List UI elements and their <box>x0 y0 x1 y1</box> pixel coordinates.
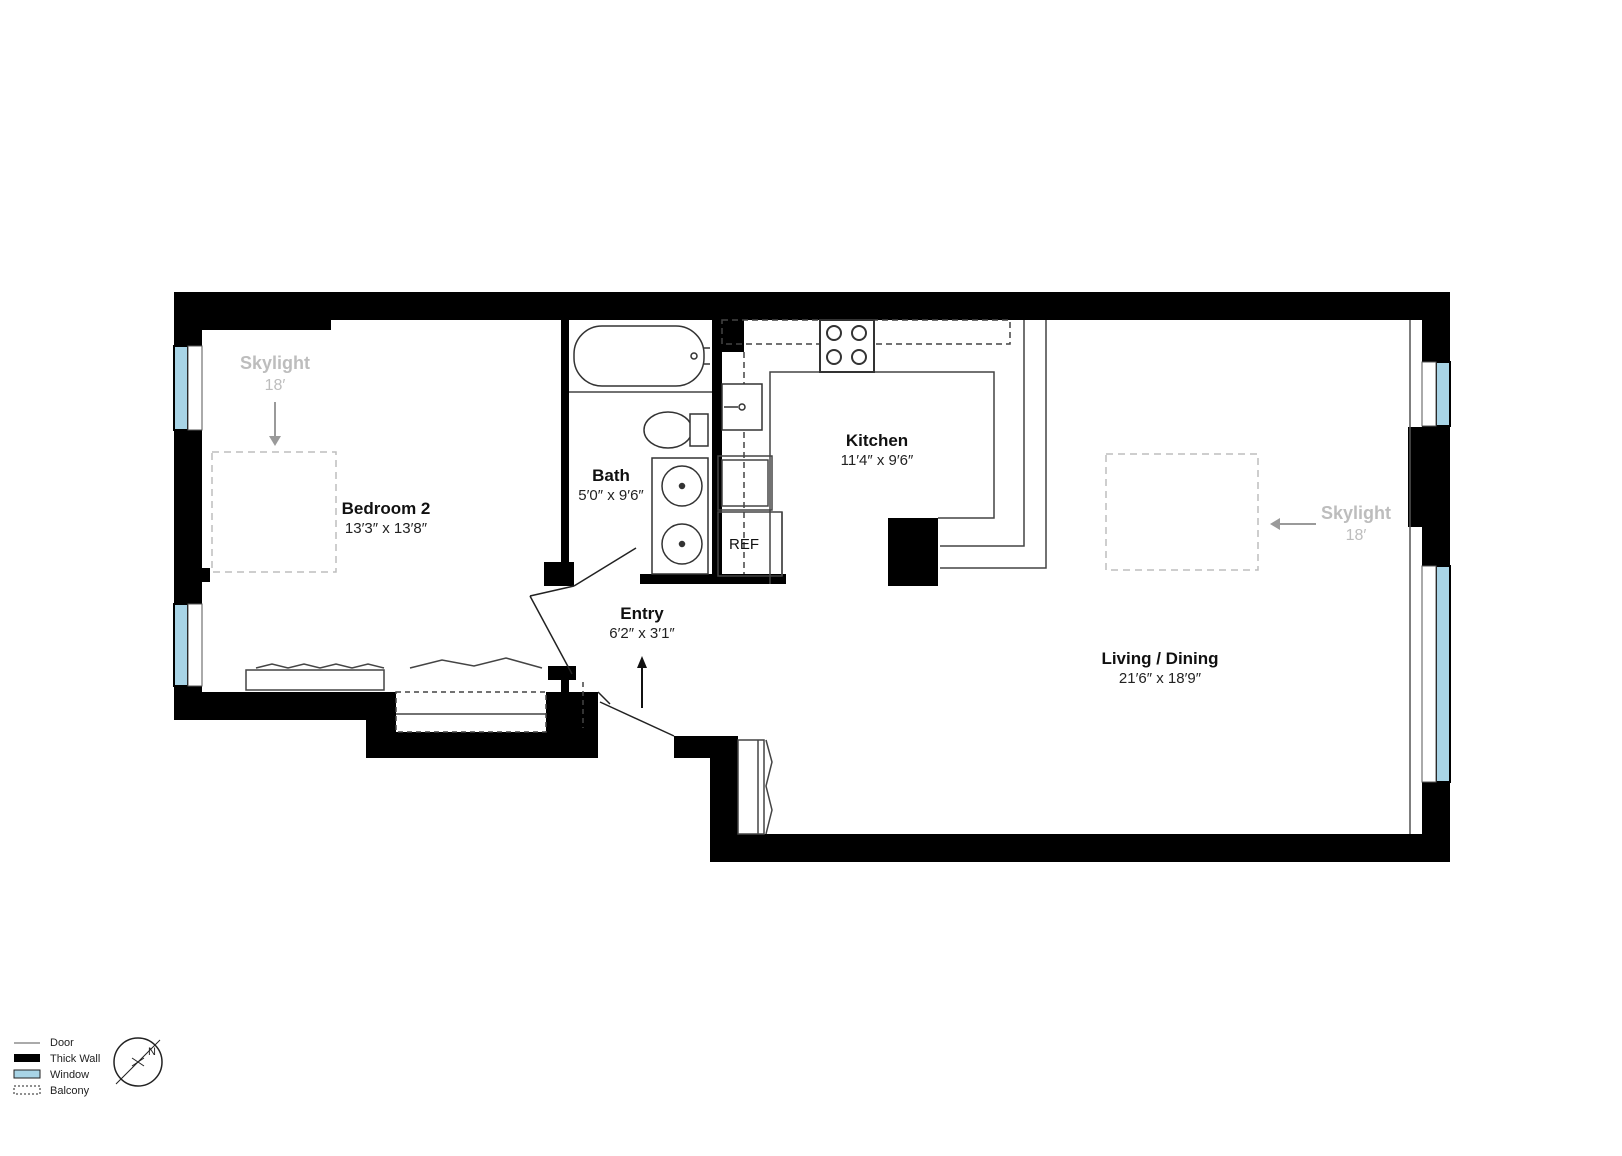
legend: Door Thick Wall Window Balcony <box>13 1037 100 1097</box>
skylight-right-label: Skylight <box>1321 503 1391 523</box>
kitchen-dims: 11′4″ x 9′6″ <box>841 452 914 469</box>
entry-dims: 6′2″ x 3′1″ <box>609 625 675 642</box>
bedroom-name: Bedroom 2 <box>342 499 431 518</box>
skylight-left-label: Skylight <box>240 353 310 373</box>
interior-lines <box>245 319 1047 835</box>
legend-door: Door <box>50 1037 74 1049</box>
fridge-label: REF <box>729 536 759 553</box>
living-dims: 21′6″ x 18′9″ <box>1119 670 1202 687</box>
bath-name: Bath <box>592 466 630 485</box>
arrow-down-icon <box>269 436 281 446</box>
legend-window: Window <box>50 1069 89 1081</box>
entry-arrow-icon <box>637 656 647 668</box>
doors <box>529 547 675 737</box>
skylight-right-height: 18′ <box>1346 527 1367 544</box>
kitchen-sink-icon <box>721 383 763 431</box>
toilet-icon <box>643 411 709 449</box>
skylight-right: Skylight 18′ <box>1105 453 1391 571</box>
living-name: Living / Dining <box>1101 649 1218 668</box>
thick-walls <box>174 292 1450 862</box>
arrow-left-icon <box>1270 518 1280 530</box>
stove-icon <box>819 319 875 373</box>
legend-balcony: Balcony <box>50 1085 90 1097</box>
compass-icon: N <box>113 1037 163 1087</box>
legend-thick-wall: Thick Wall <box>50 1053 100 1065</box>
windows <box>173 320 1451 834</box>
bath-dims: 5′0″ x 9′6″ <box>578 487 644 504</box>
kitchen-name: Kitchen <box>846 431 908 450</box>
compass-north-label: N <box>148 1046 156 1058</box>
sink-icon <box>651 457 709 575</box>
bathtub-icon <box>573 325 710 387</box>
skylight-left: Skylight 18′ <box>211 353 337 573</box>
entry-name: Entry <box>620 604 664 623</box>
skylight-left-height: 18′ <box>265 377 286 394</box>
bedroom-dims: 13′3″ x 13′8″ <box>345 520 428 537</box>
